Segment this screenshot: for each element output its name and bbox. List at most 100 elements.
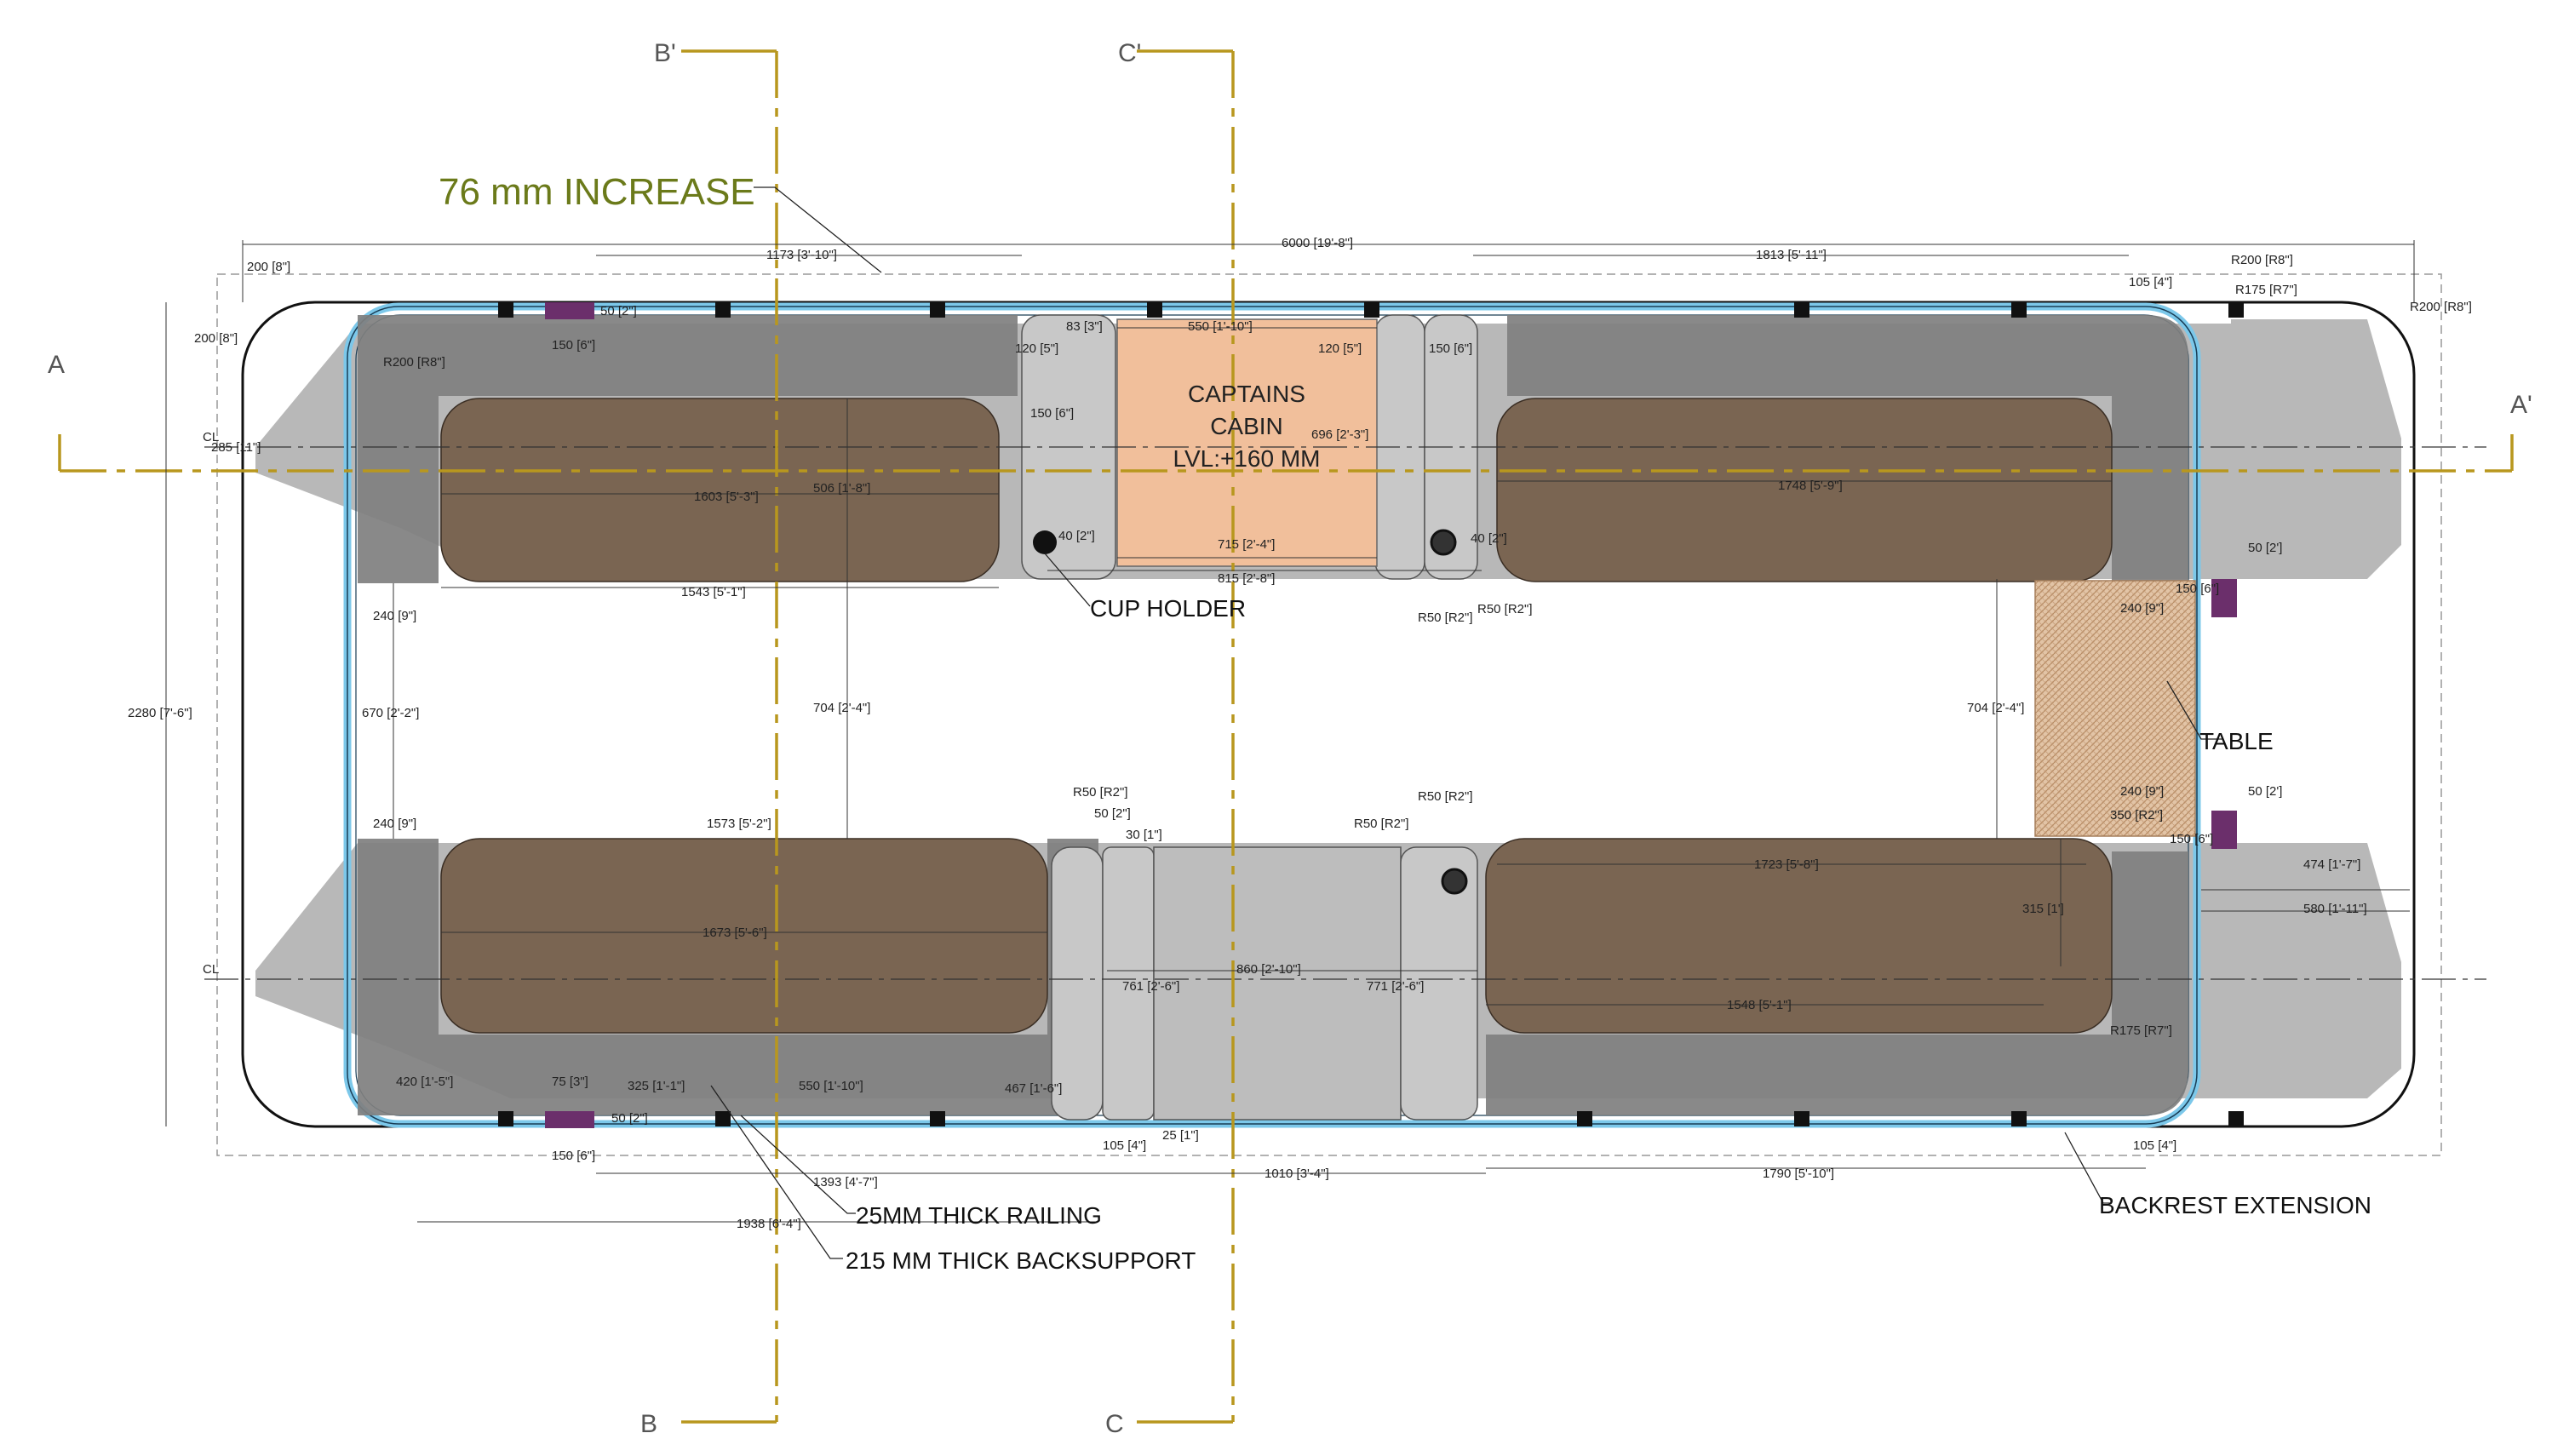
dim-704-left: 704 [2'-4"] [813, 701, 870, 715]
dim-50-c: 50 [2"] [1094, 806, 1131, 821]
dim-550-bottom: 550 [1'-10"] [799, 1079, 863, 1093]
dim-r200-far: R200 [R8"] [2410, 300, 2472, 314]
seat-bottom-left [440, 838, 1048, 1034]
dim-474: 474 [1'-7"] [2303, 857, 2360, 872]
dim-overall-width: 2280 [7'-6"] [128, 706, 192, 720]
dim-r175-br: R175 [R7"] [2110, 1023, 2172, 1038]
dim-150-left: 150 [6"] [1030, 406, 1074, 421]
dim-r50-a: R50 [R2"] [1418, 610, 1473, 625]
dim-670: 670 [2'-2"] [362, 706, 419, 720]
dim-325: 325 [1'-1"] [628, 1079, 685, 1093]
section-b-bottom-label: B [640, 1410, 657, 1438]
dim-240-table-top: 240 [9"] [2120, 601, 2164, 616]
dim-50-purple: 50 [2"] [600, 304, 637, 318]
section-lines [60, 51, 2512, 1422]
dim-overall-length: 6000 [19'-8"] [1282, 236, 1353, 250]
dim-715: 715 [2'-4"] [1218, 537, 1275, 552]
captains-cabin-line3: LVL:+160 MM [1173, 445, 1320, 472]
dim-1573: 1573 [5'-2"] [707, 817, 771, 831]
dim-75: 75 [3"] [552, 1075, 588, 1089]
dim-25: 25 [1"] [1162, 1128, 1199, 1143]
dim-1393: 1393 [4'-7"] [813, 1175, 878, 1189]
outer-dashed-boundary [216, 273, 2442, 1156]
centerlines [204, 446, 2486, 980]
seat-top-right [1496, 398, 2113, 582]
dim-r175-tr: R175 [R7"] [2235, 283, 2297, 297]
dim-105-tr: 105 [4"] [2129, 275, 2172, 289]
seat-top-left [440, 398, 1000, 582]
dim-1723: 1723 [5'-8"] [1754, 857, 1819, 872]
dim-240-upper: 240 [9"] [373, 609, 416, 623]
dim-120-right: 120 [5"] [1318, 341, 1362, 356]
dim-40-left: 40 [2"] [1058, 529, 1095, 543]
section-a-right-label: A' [2510, 391, 2532, 419]
captains-cabin-line1: CAPTAINS [1188, 381, 1305, 407]
section-c-top-label: C' [1118, 39, 1141, 67]
dim-696: 696 [2'-3"] [1311, 427, 1368, 442]
dim-150-right: 150 [6"] [1429, 341, 1472, 356]
dim-240-lower: 240 [9"] [373, 817, 416, 831]
posts [498, 302, 2244, 1126]
section-b-top-label: B' [654, 39, 676, 67]
dim-r50-b: R50 [R2"] [1477, 602, 1533, 616]
dim-506: 506 [1'-8"] [813, 481, 870, 496]
table [2034, 580, 2196, 837]
dim-1813: 1813 [5'-11"] [1756, 248, 1827, 262]
dim-150-bottom: 150 [6"] [552, 1149, 595, 1163]
dim-30: 30 [1"] [1126, 828, 1162, 842]
backrest-label: BACKREST EXTENSION [2099, 1192, 2371, 1218]
dim-1010: 1010 [3'-4"] [1265, 1167, 1329, 1181]
dim-1673: 1673 [5'-6"] [703, 926, 767, 940]
section-c-bottom-label: C [1105, 1410, 1124, 1438]
dim-1748: 1748 [5'-9"] [1778, 479, 1843, 493]
captains-cabin-line2: CABIN [1210, 413, 1283, 439]
dim-105-bottom-right: 105 [4"] [2133, 1138, 2176, 1153]
dim-200-left: 200 [8"] [194, 331, 238, 346]
dimension-labels: 6000 [19'-8"] 2280 [7'-6"] 200 [8"] 200 … [128, 236, 2472, 1231]
dim-r200-tr: R200 [R8"] [2231, 253, 2293, 267]
dim-860: 860 [2'-10"] [1236, 962, 1301, 977]
cup-holder-left [1033, 530, 1057, 554]
centerline-label-top: CL [203, 430, 219, 444]
dim-1603: 1603 [5'-3"] [694, 490, 759, 504]
dim-40-right: 40 [2"] [1471, 531, 1507, 546]
increase-label: 76 mm INCREASE [439, 171, 755, 213]
cup-holder-right [1430, 529, 1457, 556]
dim-240-table-bottom: 240 [9"] [2120, 784, 2164, 799]
dim-150-table-bottom: 150 [6"] [2170, 832, 2213, 846]
dim-1938: 1938 [6'-4"] [737, 1217, 801, 1231]
backsupport-label: 215 MM THICK BACKSUPPORT [846, 1247, 1196, 1274]
dim-550-top: 550 [1'-10"] [1188, 319, 1253, 334]
dim-150-purple: 150 [6"] [552, 338, 595, 353]
dim-315: 315 [1'] [2022, 902, 2064, 916]
dim-50-table-top: 50 [2'] [2248, 541, 2282, 555]
dim-r200-left: R200 [R8"] [383, 355, 445, 370]
dim-815: 815 [2'-8"] [1218, 571, 1275, 586]
cup-holder-bottom [1441, 868, 1468, 895]
dimension-lines [165, 240, 2415, 1223]
dim-r50-c: R50 [R2"] [1073, 785, 1128, 800]
dim-83: 83 [3"] [1066, 319, 1103, 334]
dim-761: 761 [2'-6"] [1122, 979, 1179, 994]
captains-cabin [1116, 318, 1378, 567]
dim-704-right: 704 [2'-4"] [1967, 701, 2024, 715]
dim-771: 771 [2'-6"] [1367, 979, 1424, 994]
seat-bottom-right [1485, 838, 2113, 1034]
dim-285: 285 [11"] [211, 440, 261, 455]
dim-120-left: 120 [5"] [1015, 341, 1058, 356]
section-a-left-label: A [48, 351, 65, 379]
centerline-label-bottom: CL [203, 962, 219, 977]
dim-r50-d: R50 [R2"] [1418, 789, 1473, 804]
table-label: TABLE [2199, 728, 2274, 754]
dim-420: 420 [1'-5"] [396, 1075, 453, 1089]
seats [440, 398, 2113, 1034]
accent-posts [545, 302, 2237, 1128]
dim-1548: 1548 [5'-1"] [1727, 998, 1792, 1012]
dim-50-bottom: 50 [2"] [611, 1111, 648, 1126]
backsupports [358, 315, 2188, 1115]
dim-350-table: 350 [R2"] [2110, 808, 2163, 823]
leader-lines [710, 186, 2222, 1259]
railing-label: 25MM THICK RAILING [856, 1202, 1102, 1229]
dim-200-top: 200 [8"] [247, 260, 290, 274]
